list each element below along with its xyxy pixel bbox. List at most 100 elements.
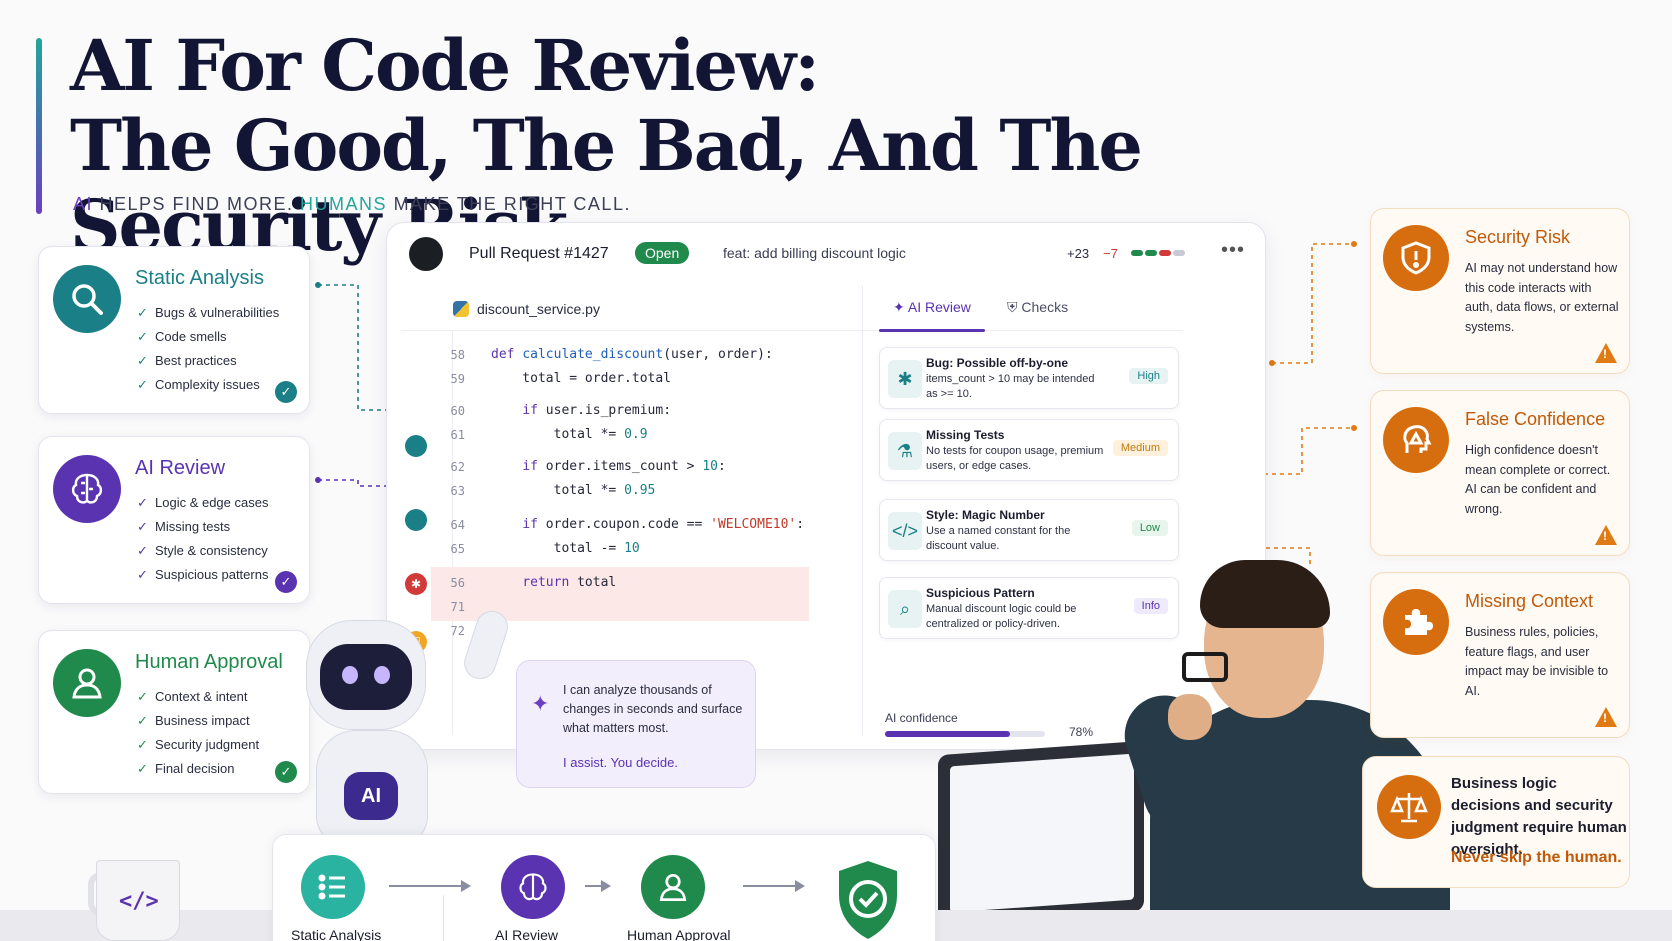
brain-icon <box>53 455 121 523</box>
check-badge-icon: ✓ <box>275 381 297 403</box>
list-item: Style & consistency <box>137 539 268 563</box>
line-number: 62 <box>450 460 465 474</box>
code-line: 63 total *= 0.95 <box>401 479 801 503</box>
card-missing-context: Missing Context Business rules, policies… <box>1370 572 1630 738</box>
finding-style[interactable]: </> Style: Magic Number Use a named cons… <box>879 499 1179 561</box>
finding-missing-tests[interactable]: ⚗ Missing Tests No tests for coupon usag… <box>879 419 1179 481</box>
user-icon <box>641 855 705 919</box>
tab-checks[interactable]: ⛨ Checks <box>1007 299 1069 315</box>
line-number: 58 <box>450 348 465 362</box>
list-item: Bugs & vulnerabilities <box>137 301 279 325</box>
code-text: def calculate_discount(user, order): <box>491 347 773 362</box>
file-tab[interactable]: discount_service.py <box>401 285 863 331</box>
title-accent-bar <box>36 38 42 214</box>
robot-speech-bubble: ✦ I can analyze thousands of changes in … <box>516 660 756 788</box>
card-title: Security Risk <box>1465 227 1571 247</box>
review-tabs: ✦ AI Review ⛨ Checks <box>863 285 1183 332</box>
card-text: AI may not understand how this code inte… <box>1465 261 1619 334</box>
pr-deletions: −7 <box>1103 246 1118 261</box>
person-hand <box>1168 694 1212 740</box>
flow-arrow <box>743 880 805 892</box>
code-line: 56 return total <box>401 571 801 595</box>
code-line: 64 if order.coupon.code == 'WELCOME10': <box>401 513 805 537</box>
puzzle-icon <box>1383 589 1449 655</box>
flow-arrow <box>585 880 611 892</box>
coffee-mug: </> <box>96 860 180 941</box>
line-number: 64 <box>450 518 465 532</box>
finding-desc: No tests for coupon usage, premium users… <box>926 445 1104 472</box>
list-item: Best practices <box>137 349 279 373</box>
subtitle-ai: AI <box>73 194 94 214</box>
subtitle-humans: HUMANS <box>300 194 388 214</box>
code-line: 60 if user.is_premium: <box>401 399 801 423</box>
review-pane: ✦ AI Review ⛨ Checks ✱ Bug: Possible off… <box>863 285 1253 739</box>
pr-status-badge: Open <box>635 242 690 264</box>
finding-desc: Use a named constant for the discount va… <box>926 525 1071 552</box>
card-security-risk: Security Risk AI may not understand how … <box>1370 208 1630 374</box>
list-item: Final decision <box>137 757 259 781</box>
list-item: Complexity issues <box>137 373 279 397</box>
checklist-icon <box>301 855 365 919</box>
confidence-bar <box>885 731 1045 737</box>
code-icon: </> <box>888 512 922 550</box>
bubble-tagline: I assist. You decide. <box>563 755 678 770</box>
severity-badge: Info <box>1133 598 1168 614</box>
flow-step-label: Static Analysis <box>291 927 382 941</box>
finding-bug[interactable]: ✱ Bug: Possible off-by-one items_count >… <box>879 347 1179 409</box>
person-hair <box>1200 560 1330 628</box>
finding-desc: Manual discount logic could be centraliz… <box>926 603 1077 630</box>
line-number: 61 <box>450 428 465 442</box>
more-options-button[interactable]: ••• <box>1221 239 1246 261</box>
subtitle-part-d: MAKE THE RIGHT CALL. <box>387 194 631 214</box>
sparkle-icon: ✦ <box>531 691 550 716</box>
flow-arrow <box>389 880 471 892</box>
user-icon <box>53 649 121 717</box>
oversight-text: Business logic decisions and security ju… <box>1451 775 1627 858</box>
flow-step-label: Human Approval <box>627 927 731 941</box>
code-text: return total <box>522 575 617 590</box>
robot-ai-badge: AI <box>344 772 398 820</box>
card-text: Business rules, policies, feature flags,… <box>1465 625 1609 698</box>
search-icon: ⌕ <box>888 590 922 628</box>
pr-commit-message: feat: add billing discount logic <box>723 245 906 261</box>
warning-icon <box>1595 343 1617 363</box>
line-marker-dot[interactable] <box>405 435 427 457</box>
line-number: 63 <box>450 484 465 498</box>
code-line: 72 <box>401 619 801 643</box>
line-gutter <box>423 331 453 735</box>
subtitle-part-b: HELPS FIND MORE. <box>93 194 301 214</box>
bug-icon: ✱ <box>888 360 922 398</box>
card-title: Human Approval <box>135 651 283 673</box>
bubble-text: I can analyze thousands of changes in se… <box>563 683 743 735</box>
code-text: total = order.total <box>491 371 672 386</box>
finding-suspicious[interactable]: ⌕ Suspicious Pattern Manual discount log… <box>879 577 1179 639</box>
tab-ai-review[interactable]: ✦ AI Review <box>879 299 985 332</box>
code-text: if order.coupon.code == 'WELCOME10': <box>522 517 805 532</box>
code-line: 62 if order.items_count > 10: <box>401 455 801 479</box>
laptop-screen <box>950 753 1134 913</box>
magnifier-icon <box>53 265 121 333</box>
card-list: Logic & edge cases Missing tests Style &… <box>137 491 268 587</box>
title-line-1: AI For Code Review: <box>70 24 820 107</box>
line-number: 59 <box>450 372 465 386</box>
card-static-analysis: Static Analysis Bugs & vulnerabilities C… <box>38 246 310 414</box>
pr-header: Pull Request #1427 Open feat: add billin… <box>387 223 1265 277</box>
finding-title: Suspicious Pattern <box>926 586 1035 600</box>
list-item: Context & intent <box>137 685 259 709</box>
line-marker-dot[interactable] <box>405 509 427 531</box>
code-line: 71 <box>401 595 801 619</box>
file-name: discount_service.py <box>477 301 600 317</box>
warning-icon <box>1595 707 1617 727</box>
line-number: 71 <box>450 600 465 614</box>
card-title: AI Review <box>135 457 226 479</box>
list-item: Logic & edge cases <box>137 491 268 515</box>
subtitle: AI HELPS FIND MORE. HUMANS MAKE THE RIGH… <box>73 194 631 215</box>
line-number: 60 <box>450 404 465 418</box>
pr-title[interactable]: Pull Request #1427 <box>469 245 609 262</box>
list-item: Business impact <box>137 709 259 733</box>
flow-step-label: AI Review <box>495 927 559 941</box>
code-text: total -= 10 <box>491 541 640 556</box>
confidence-value: 78% <box>1069 725 1094 739</box>
python-file-icon <box>453 301 469 317</box>
bug-marker-icon[interactable]: ✱ <box>405 573 427 595</box>
